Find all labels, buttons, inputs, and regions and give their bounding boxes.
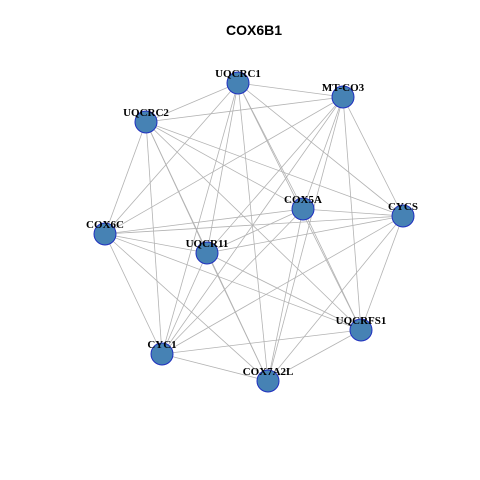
edge-cox5a-uqcr11 [206,208,304,254]
edge-uqcrc2-cyc1 [145,121,163,355]
node-cycs [391,204,415,228]
edge-cox6c-uqcrfs1 [104,233,362,331]
edge-mt-co3-cox5a [302,96,344,210]
edge-uqcrc1-cycs [237,82,404,217]
node-label-cycs: CYCS [388,201,418,213]
node-label-uqcr11: UQCR11 [186,238,229,250]
edge-uqcrc2-cycs [145,121,404,217]
edge-mt-co3-uqcrfs1 [342,96,362,331]
edge-mt-co3-cycs [342,96,404,217]
edge-cycs-uqcrfs1 [360,215,404,331]
edge-cycs-cox6c [104,215,404,235]
node-cox6c [93,222,117,246]
node-label-cyc1: CYC1 [147,339,176,351]
edge-uqcr11-cyc1 [161,252,208,355]
edge-mt-co3-cox7a2l [267,96,344,382]
node-label-uqcrc1: UQCRC1 [215,68,261,80]
node-label-mt-co3: MT-CO3 [322,82,365,94]
edge-uqcrc1-cyc1 [161,82,239,355]
edge-cox5a-cox6c [104,208,304,235]
edge-cycs-cyc1 [161,215,404,355]
node-label-uqcrc2: UQCRC2 [123,107,169,119]
edge-cox6c-uqcr11 [104,233,208,254]
edge-uqcrc1-cox6c [104,82,239,235]
edge-uqcrfs1-cox7a2l [267,329,362,382]
edge-cyc1-cox7a2l [161,353,269,382]
edge-cox5a-cox7a2l [267,208,304,382]
node-label-cox6c: COX6C [86,219,124,231]
node-label-uqcrfs1: UQCRFS1 [336,315,387,327]
edge-uqcrc1-mt-co3 [237,82,344,98]
edge-uqcrc1-uqcrc2 [145,82,239,123]
edge-cox5a-uqcrfs1 [302,208,362,331]
node-cyc1 [150,342,174,366]
node-uqcrc1 [226,71,250,95]
node-uqcrfs1 [349,318,373,342]
edge-uqcr11-uqcrfs1 [206,252,362,331]
edge-uqcrc2-uqcrfs1 [145,121,362,331]
edge-uqcrfs1-cyc1 [161,329,362,355]
edge-cox6c-cox7a2l [104,233,269,382]
edge-mt-co3-uqcrc2 [145,96,344,123]
node-uqcrc2 [134,110,158,134]
edge-uqcrc2-cox6c [104,121,147,235]
edge-uqcrc2-cox5a [145,121,304,210]
node-label-cox5a: COX5A [284,194,322,206]
node-label-cox7a2l: COX7A2L [243,366,294,378]
edge-layer [104,82,404,382]
edge-cycs-cox7a2l [267,215,404,382]
edge-cox5a-cycs [302,208,404,217]
edge-mt-co3-uqcr11 [206,96,344,254]
node-mt-co3 [331,85,355,109]
node-cox5a [291,197,315,221]
edge-cox6c-cyc1 [104,233,163,355]
node-cox7a2l [256,369,280,393]
node-layer [93,71,415,393]
edge-uqcr11-cox7a2l [206,252,269,382]
node-uqcr11 [195,241,219,265]
edge-cycs-uqcr11 [206,215,404,254]
graph-title: COX6B1 [226,22,282,38]
